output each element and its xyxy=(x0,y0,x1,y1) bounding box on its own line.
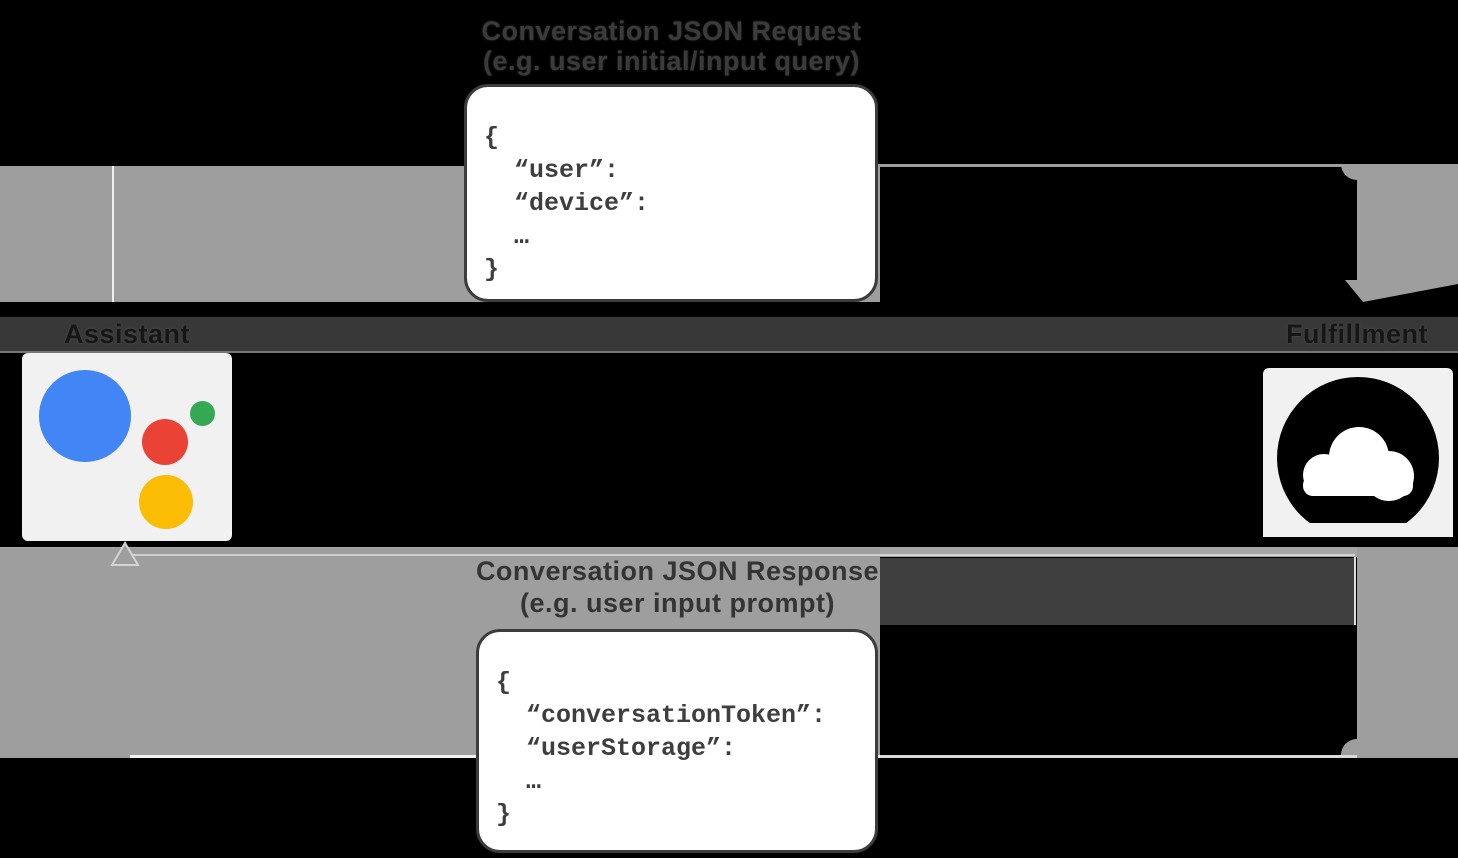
assistant-logo-blue-circle xyxy=(39,370,131,462)
response-code-box: { “conversationToken”: “userStorage”: … … xyxy=(476,629,878,853)
assistant-logo-green-circle xyxy=(190,401,215,426)
top-arrow-down-segment xyxy=(1357,164,1458,280)
top-arrow-top-edge-line xyxy=(878,164,1344,167)
bottom-arrow-edge-line xyxy=(1354,557,1356,625)
fulfillment-icon xyxy=(1263,368,1453,539)
assistant-logo-yellow-circle xyxy=(139,475,193,529)
assistant-logo-red-circle xyxy=(142,419,188,465)
bottom-arrow-down-segment xyxy=(1357,547,1458,758)
bottom-label-band xyxy=(880,558,1355,625)
cloud-icon xyxy=(1263,377,1453,539)
request-code: { “user”: “device”: … } xyxy=(484,123,650,284)
fulfillment-label: Fulfillment xyxy=(1286,319,1428,349)
top-flow-label-line1: Conversation JSON Request xyxy=(481,16,862,46)
bottom-arrow-elbow-corner xyxy=(1341,739,1357,755)
assistant-icon xyxy=(22,353,232,541)
top-arrow-elbow-corner xyxy=(1341,164,1357,180)
bottom-arrow-head-up-icon xyxy=(110,541,140,566)
request-code-box: { “user”: “device”: … } xyxy=(464,84,878,302)
response-code: { “conversationToken”: “userStorage”: … … xyxy=(496,668,827,829)
entity-band-underline xyxy=(0,351,1458,353)
entity-label-band xyxy=(0,317,1458,351)
bottom-arrow-top-edge-line xyxy=(130,554,1355,556)
assistant-label: Assistant xyxy=(63,319,191,349)
top-arrow-tail-edge xyxy=(112,166,114,302)
top-arrow-head-down-icon xyxy=(1345,280,1458,302)
top-flow-label-line2: (e.g. user initial/input query) xyxy=(482,46,861,76)
bottom-flow-label-line2: (e.g. user input prompt) xyxy=(520,588,835,618)
bottom-flow-label-line1: Conversation JSON Response xyxy=(475,556,880,586)
